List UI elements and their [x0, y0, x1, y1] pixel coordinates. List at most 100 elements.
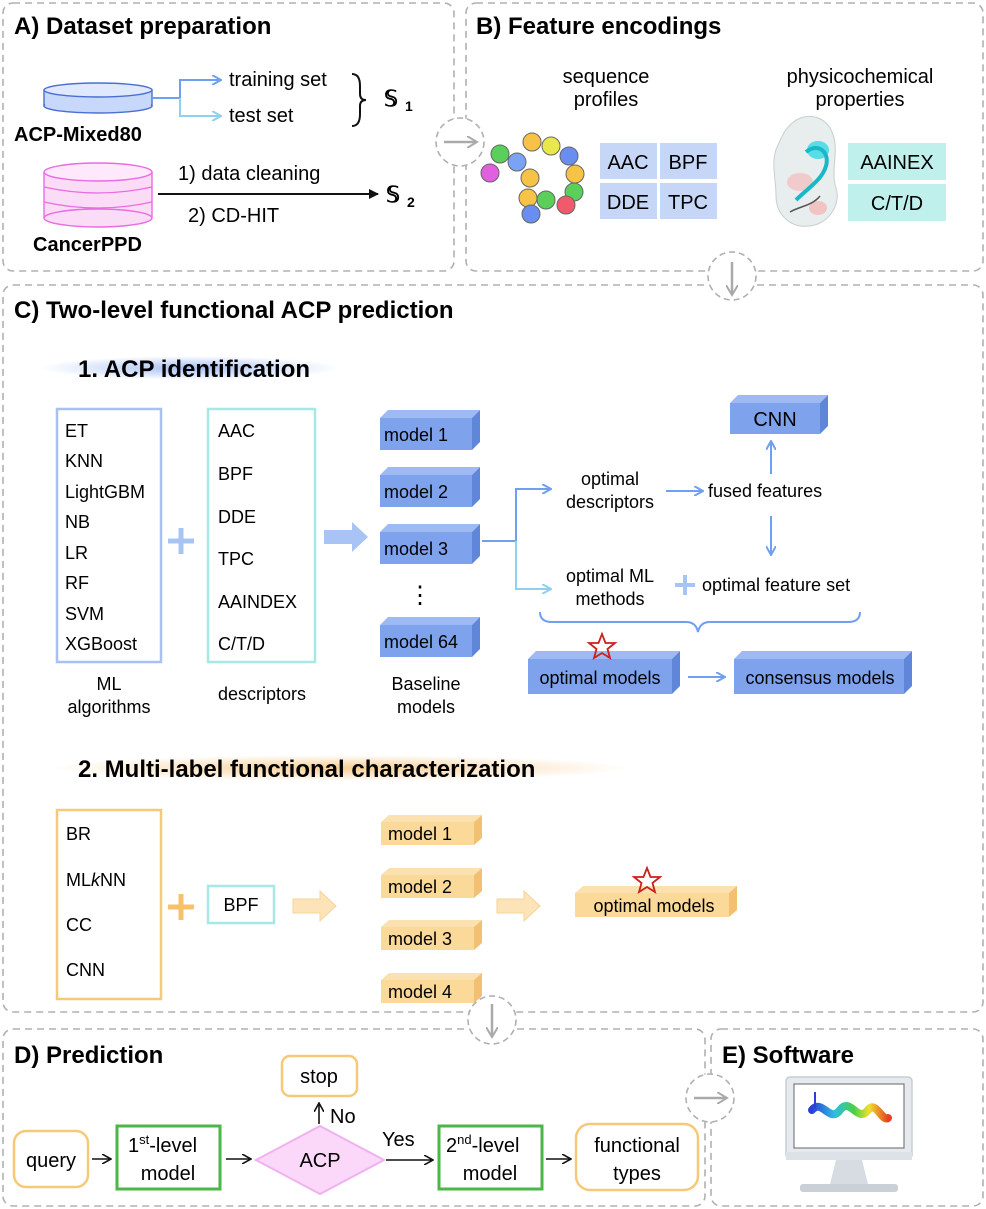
plus-icon: [168, 528, 194, 554]
query-label: query: [26, 1150, 76, 1172]
method-item: BR: [66, 824, 91, 844]
step1-label: 1) data cleaning: [178, 163, 320, 185]
models-caption-1: Baseline: [391, 674, 460, 694]
opt-desc-1: optimal: [581, 469, 639, 489]
phys-property-list: AAINEX C/T/D: [848, 143, 946, 221]
opt-feature-set: optimal feature set: [702, 575, 850, 595]
no-label: No: [330, 1106, 356, 1128]
func-label-1: functional: [594, 1135, 680, 1157]
descriptors-box: [206, 407, 317, 664]
level2-models: model 1 model 2 model 3 model 4: [381, 815, 482, 1003]
s1-subscript: 1: [405, 98, 413, 114]
connector-b-c: [707, 251, 757, 301]
arrow-to-opt-desc: [482, 489, 550, 542]
star-icon: [631, 865, 663, 894]
panel-a-title: A) Dataset preparation: [14, 13, 271, 40]
seq-item-aac: AAC: [607, 152, 648, 174]
seq-profile-grid: AAC BPF DDE TPC: [600, 143, 717, 219]
s2-subscript: 2: [407, 194, 415, 210]
consensus-models-label: consensus models: [745, 668, 894, 688]
s1-symbol: 𝕊: [384, 86, 398, 111]
db1-label: ACP-Mixed80: [14, 124, 142, 146]
alg-item: ET: [65, 421, 88, 441]
model-box-orange: [381, 973, 482, 1003]
ml-methods-box: [55, 808, 163, 1001]
alg-item: XGBoost: [65, 634, 137, 654]
desc-item: AAINDEX: [218, 592, 297, 612]
desc-item: C/T/D: [218, 634, 265, 654]
desc-item: AAC: [218, 421, 255, 441]
method-item: MLkNN: [66, 870, 126, 890]
test-set-label: test set: [229, 105, 294, 127]
s2-symbol: 𝕊: [386, 182, 400, 207]
model-label: model 3: [384, 539, 448, 559]
first-level-label: 1st-level: [128, 1132, 197, 1157]
arrow-to-test: [179, 98, 220, 116]
alg-item: KNN: [65, 451, 103, 471]
alg-item: SVM: [65, 604, 104, 624]
second-level-label: 2nd-level: [446, 1132, 519, 1157]
func-label-2: types: [613, 1163, 661, 1185]
method-item: CNN: [66, 960, 105, 980]
panel-b-title: B) Feature encodings: [476, 13, 721, 40]
acp-label: ACP: [299, 1150, 340, 1172]
yes-label: Yes: [382, 1129, 415, 1151]
ml-method-list: BR MLkNN CC CNN: [66, 824, 126, 980]
protein-structure-icon: [773, 115, 838, 227]
optimal-models-orange-box: [575, 886, 737, 917]
bpf-label: BPF: [223, 895, 258, 915]
arrow-to-training: [152, 80, 220, 99]
alg-caption-1: ML: [96, 674, 121, 694]
brace-s1: [351, 73, 367, 127]
opt-ml-1: optimal ML: [566, 566, 654, 586]
panel-c-title: C) Two-level functional ACP prediction: [14, 297, 454, 324]
model-box: [380, 467, 480, 507]
alg-item: LR: [65, 543, 88, 563]
model-box-orange: [381, 920, 482, 950]
connector-d-e: [685, 1073, 735, 1123]
model-box: [380, 410, 480, 450]
model-label: model 1: [384, 425, 448, 445]
level2-title: 2. Multi-label functional characterizati…: [78, 756, 535, 783]
model-box-orange: [381, 868, 482, 898]
database-icon-cancerppd: [43, 162, 153, 228]
consensus-models-box: [734, 651, 912, 694]
cnn-label: CNN: [753, 409, 796, 431]
phys-item-aainex: AAINEX: [860, 152, 933, 174]
second-level-model-box: [437, 1124, 544, 1191]
phys-item-ctd: C/T/D: [871, 193, 923, 215]
plus-icon-small: [675, 575, 695, 595]
arrow-orange-1: [292, 889, 337, 923]
step2-label: 2) CD-HIT: [188, 205, 279, 227]
models-ellipsis: ⋮: [408, 582, 432, 609]
alg-caption-2: algorithms: [67, 697, 150, 717]
seq-title-line2: profiles: [574, 89, 638, 111]
alg-item: LightGBM: [65, 482, 145, 502]
level2-highlight: [50, 755, 630, 781]
panel-c-border: [2, 284, 984, 1013]
desc-item: TPC: [218, 549, 254, 569]
training-set-label: training set: [229, 69, 327, 91]
panel-b-border: [465, 2, 984, 272]
connector-c-d: [467, 995, 517, 1045]
optimal-models-l2-label: optimal models: [593, 896, 714, 916]
optimal-models-box: [528, 651, 680, 694]
opt-ml-2: methods: [575, 589, 644, 609]
stop-box: [280, 1054, 359, 1098]
database-icon-acp-mixed80: [43, 82, 153, 114]
model-label: model 3: [388, 929, 452, 949]
functional-types-box: [574, 1122, 700, 1192]
db2-label: CancerPPD: [33, 234, 142, 256]
bpf-box: [206, 884, 276, 925]
query-box: [12, 1129, 90, 1189]
model-label: model 64: [384, 632, 458, 652]
phys-title-line1: physicochemical: [787, 66, 934, 88]
panel-e-title: E) Software: [722, 1042, 854, 1069]
plus-icon-orange: [168, 894, 194, 920]
ml-algorithms-box: [55, 407, 163, 664]
connector-a-b: [435, 117, 485, 167]
model-box: [380, 524, 480, 564]
model-label: model 2: [384, 482, 448, 502]
baseline-models: model 1 model 2 model 3 ⋮ model 64: [380, 410, 480, 657]
